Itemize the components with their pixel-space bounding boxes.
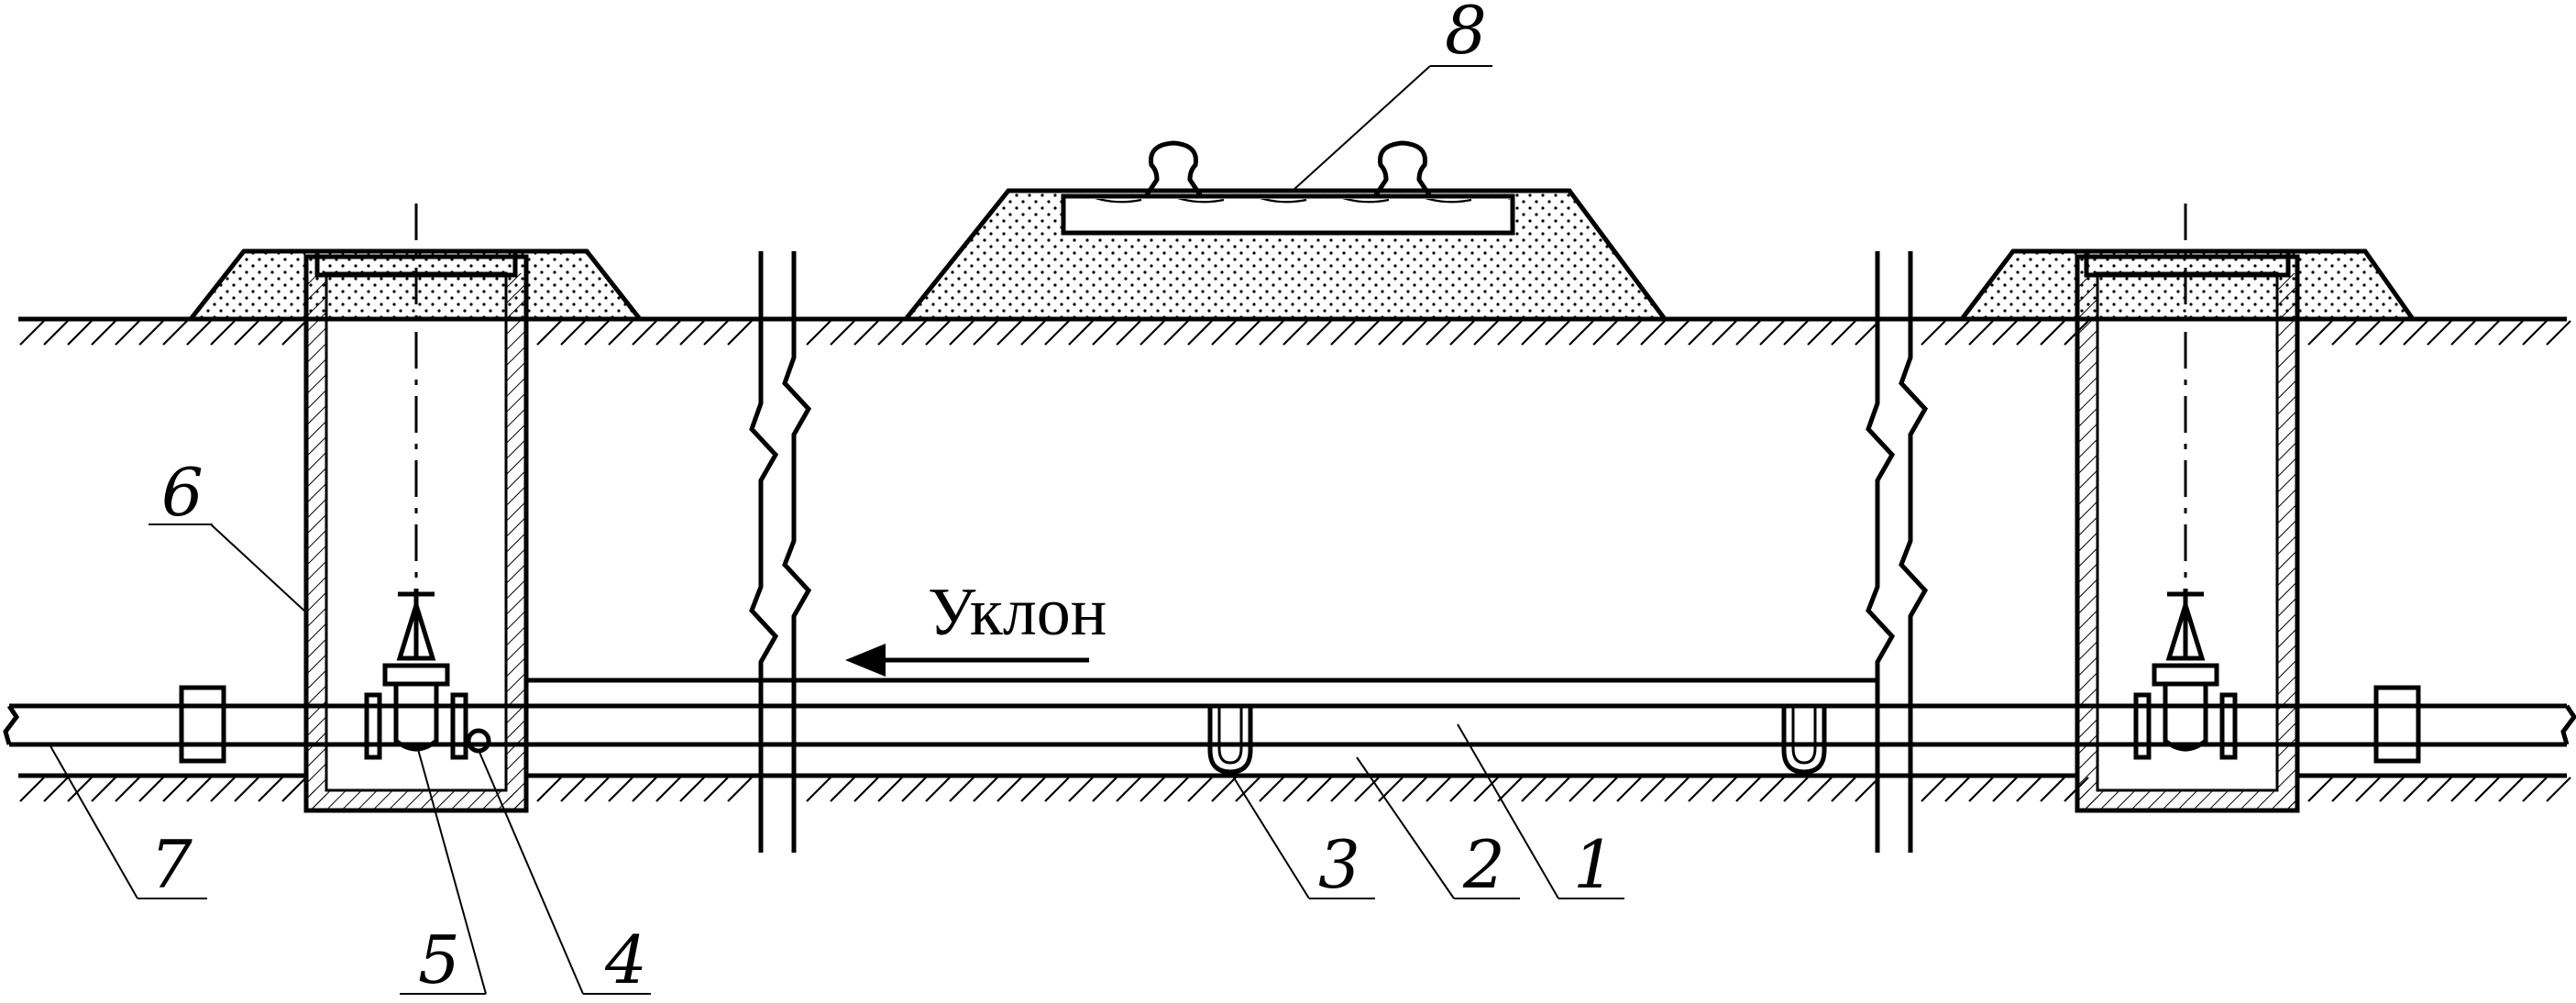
casing-pipe [526,678,1877,778]
callout-4: 4 [604,921,647,998]
ground-hatching [19,320,2571,346]
trench-bottom [18,773,2571,802]
drain-outlet [466,728,491,754]
right-well-mound [1956,248,2417,322]
callout-7: 7 [150,826,193,903]
leader-lines [49,65,1624,995]
callout-6: 6 [161,454,204,531]
rail-right [1372,140,1433,198]
slope-label: Уклон [928,575,1106,650]
callout-3: 3 [1318,826,1360,903]
gate-valve-left [364,589,468,760]
pipe-support-left [1207,706,1253,775]
left-well [303,204,529,813]
rail-embankment [900,140,1669,322]
ground-surface [18,316,2571,346]
pipe-support-right [1781,706,1827,775]
callout-1: 1 [1573,826,1615,903]
callout-2: 2 [1462,826,1505,903]
pipe-coupling-right [2373,685,2421,764]
slope-arrow [845,644,1089,677]
pipe-coupling-left [179,685,226,764]
gate-valve-right [2133,589,2238,760]
right-well [2075,204,2300,813]
sleeper-wood-grain [1066,199,1510,230]
break-line-left [749,251,812,853]
callout-8: 8 [1445,0,1487,69]
well-lid [2084,248,2291,278]
rail-left [1143,140,1204,198]
callout-5: 5 [418,921,460,998]
carrier-pipe [3,703,2576,747]
break-line-right [1866,251,1929,853]
